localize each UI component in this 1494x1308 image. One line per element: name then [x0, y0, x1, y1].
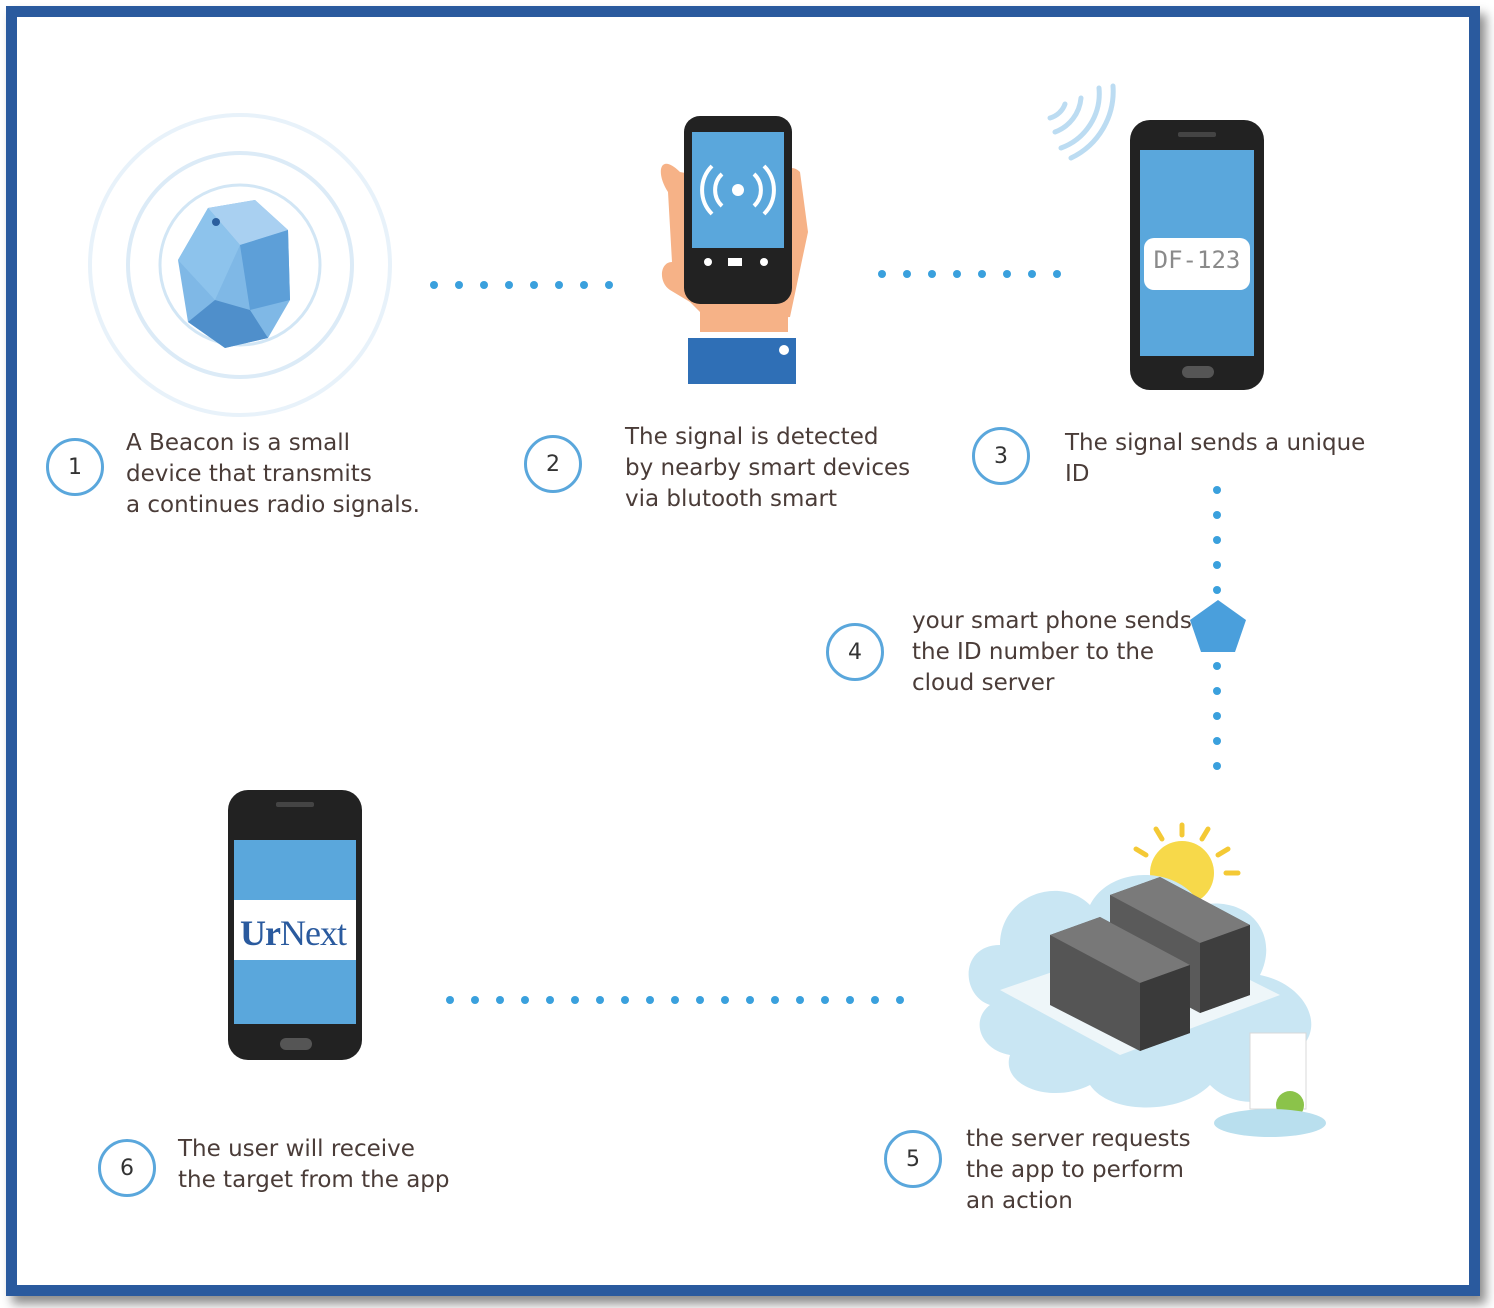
- step-6-number: 6: [98, 1139, 156, 1197]
- cloud-server-icon: [968, 822, 1326, 1137]
- app-logo-next: Next: [279, 913, 347, 953]
- connector-5-6: [446, 996, 921, 1004]
- step-3-number: 3: [972, 427, 1030, 485]
- step-3-text: The signal sends a unique ID: [1065, 430, 1366, 487]
- step-5-number: 5: [884, 1130, 942, 1188]
- hand-phone-icon: [660, 116, 808, 384]
- step-1-text: A Beacon is a small device that transmit…: [126, 430, 420, 518]
- pentagon-icon: [1190, 600, 1246, 652]
- step-5-text: the server requests the app to perform a…: [966, 1126, 1191, 1214]
- step-6-text: The user will receive the target from th…: [178, 1136, 450, 1193]
- app-logo-ur: Ur: [240, 913, 281, 953]
- connector-2-3: [878, 270, 1078, 278]
- app-logo: UrNext: [240, 912, 347, 954]
- connector-1-2: [430, 281, 630, 289]
- step-4-text: your smart phone sends the ID number to …: [912, 608, 1192, 696]
- connector-4-5: [1213, 662, 1221, 787]
- document-check-icon: [1249, 1032, 1307, 1119]
- step-2-number: 2: [524, 435, 582, 493]
- step-2-text: The signal is detected by nearby smart d…: [625, 424, 911, 512]
- signal-waves-icon: [1047, 83, 1116, 161]
- step-1-number: 1: [46, 438, 104, 496]
- beacon-icon: [88, 113, 392, 417]
- step-4-number: 4: [826, 623, 884, 681]
- phone-id-label: DF-123: [1153, 246, 1241, 274]
- connector-3-4: [1213, 486, 1221, 611]
- phone-app-icon: [228, 790, 362, 1060]
- phone-icon: [1130, 120, 1264, 390]
